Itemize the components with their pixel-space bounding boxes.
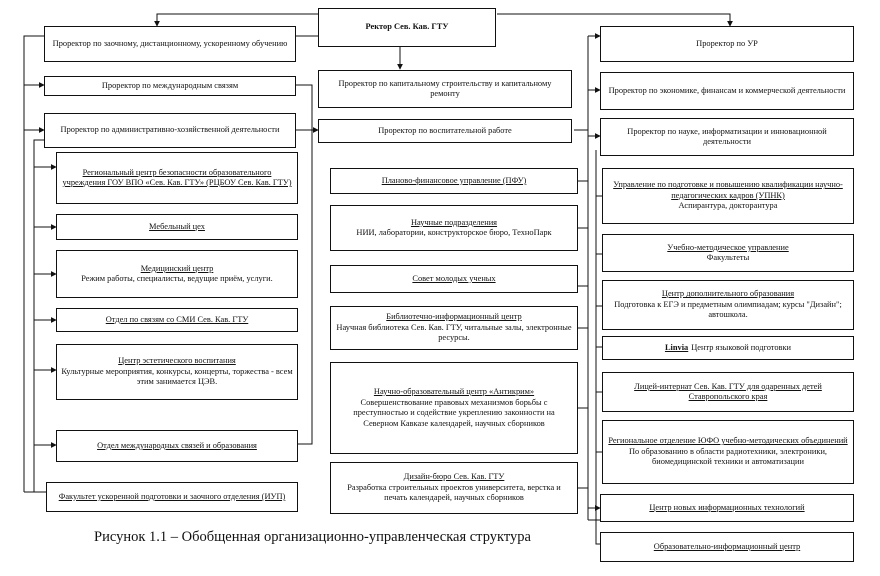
connector-international: [296, 84, 313, 112]
security-center-label: Региональный центр безопасности образова…: [62, 167, 292, 188]
vice-international-label: Проректор по международным связям: [101, 80, 239, 90]
aesthetic-center-box: Центр эстетического воспитания Культурны…: [56, 344, 298, 400]
methodical-title: Учебно-методическое управление: [667, 242, 789, 252]
lyceum-box: Лицей-интернат Сев. Кав. ГТУ для одаренн…: [602, 372, 854, 412]
intl-dept-box: Отдел международных связей и образования: [56, 430, 298, 462]
antikrim-title: Научно-образовательный центр «Антикрим»: [373, 387, 535, 396]
vice-capital-label: Проректор по капитальному строительству …: [338, 78, 552, 99]
vice-distance-label: Проректор по заочному, дистанционному, у…: [52, 38, 288, 48]
finance-label: Планово-финансовое управление (ПФУ): [381, 175, 527, 185]
library-title: Библиотечно-информационный центр: [386, 312, 522, 322]
methodical-desc: Факультеты: [706, 253, 750, 262]
qualification-desc: Аспирантура, докторантура: [678, 201, 778, 211]
media-label: Отдел по связям со СМИ Сев. Кав. ГТУ: [105, 314, 249, 324]
aesthetic-center-title: Центр эстетического воспитания: [118, 356, 236, 366]
antikrim-box: Научно-образовательный центр «Антикрим» …: [330, 362, 578, 454]
vice-education-label: Проректор по воспитательной работе: [378, 125, 512, 135]
library-desc: Научная библиотека Сев. Кав. ГТУ, читаль…: [336, 322, 572, 343]
connector-rector-left: [154, 13, 318, 27]
library-box: Библиотечно-информационный центр Научная…: [330, 306, 578, 350]
regional-dept-desc: По образованию в области радиотехники, э…: [628, 446, 828, 467]
furniture-box: Мебельный цех: [56, 214, 298, 240]
figure-caption: Рисунок 1.1 – Обобщенная организационно-…: [94, 529, 531, 545]
accelerated-box: Факультет ускоренной подготовки и заочно…: [46, 482, 298, 512]
design-bureau-title: Дизайн-бюро Сев. Кав. ГТУ: [403, 472, 505, 482]
medical-center-desc: Режим работы, специалисты, ведущие приём…: [81, 274, 273, 283]
furniture-label: Мебельный цех: [149, 221, 205, 231]
edu-info-label: Образовательно-информационный центр: [653, 541, 801, 551]
language-center-box: Linvia Центр языковой подготовки: [602, 336, 854, 360]
media-box: Отдел по связям со СМИ Сев. Кав. ГТУ: [56, 308, 298, 332]
new-tech-label: Центр новых информационных технологий: [649, 502, 805, 512]
vice-international-box: Проректор по международным связям: [44, 76, 296, 96]
aesthetic-center-desc: Культурные мероприятия, конкурсы, концер…: [61, 366, 293, 387]
finance-box: Планово-финансовое управление (ПФУ): [330, 168, 578, 194]
security-center-box: Региональный центр безопасности образова…: [56, 152, 298, 204]
language-center-mark: Linvia: [664, 342, 689, 352]
regional-dept-box: Региональное отделение ЮФО учебно-методи…: [602, 420, 854, 484]
young-scientists-label: Совет молодых ученых: [412, 273, 496, 283]
vice-admin-box: Проректор по административно-хозяйственн…: [44, 113, 296, 148]
vice-ur-box: Проректор по УР: [600, 26, 854, 62]
science-box: Научные подразделения НИИ, лаборатории, …: [330, 205, 578, 251]
vice-education-box: Проректор по воспитательной работе: [318, 119, 572, 143]
lyceum-label: Лицей-интернат Сев. Кав. ГТУ для одаренн…: [634, 381, 822, 402]
vice-economics-box: Проректор по экономике, финансам и комме…: [600, 72, 854, 110]
design-bureau-desc: Разработка строительных проектов универс…: [347, 482, 561, 503]
vice-ur-label: Проректор по УР: [696, 38, 758, 48]
qualification-box: Управление по подготовке и повышению ква…: [602, 168, 854, 224]
antikrim-desc: Совершенствование правовых механизмов бо…: [353, 397, 555, 428]
edu-info-box: Образовательно-информационный центр: [600, 532, 854, 562]
connector-rector-right: [497, 13, 733, 27]
medical-center-title: Медицинский центр: [140, 263, 214, 273]
vice-admin-label: Проректор по административно-хозяйственн…: [60, 125, 280, 135]
regional-dept-title: Региональное отделение ЮФО учебно-методи…: [608, 436, 848, 446]
science-title: Научные подразделения: [410, 217, 498, 227]
language-center-label: Центр языковой подготовки: [691, 342, 792, 352]
vice-science-label: Проректор по науке, информатизации и инн…: [627, 126, 827, 147]
medical-center-box: Медицинский центр Режим работы, специали…: [56, 250, 298, 298]
vice-science-box: Проректор по науке, информатизации и инн…: [600, 118, 854, 156]
additional-edu-box: Центр дополнительного образования Подгот…: [602, 280, 854, 330]
young-scientists-box: Совет молодых ученых: [330, 265, 578, 293]
design-bureau-box: Дизайн-бюро Сев. Кав. ГТУ Разработка стр…: [330, 462, 578, 514]
intl-dept-label: Отдел международных связей и образования: [97, 440, 257, 450]
vice-economics-label: Проректор по экономике, финансам и комме…: [608, 85, 846, 95]
connector-admin-trunk: [33, 139, 46, 493]
additional-edu-desc: Подготовка к ЕГЭ и предметным олимпиадам…: [614, 299, 842, 320]
rector-box: Ректор Сев. Кав. ГТУ: [318, 8, 496, 47]
vice-distance-box: Проректор по заочному, дистанционному, у…: [44, 26, 296, 62]
accelerated-label: Факультет ускоренной подготовки и заочно…: [58, 491, 286, 501]
qualification-title: Управление по подготовке и повышению ква…: [613, 180, 843, 200]
science-desc: НИИ, лаборатории, конструкторское бюро, …: [356, 228, 552, 237]
methodical-box: Учебно-методическое управление Факультет…: [602, 234, 854, 272]
additional-edu-title: Центр дополнительного образования: [661, 289, 795, 299]
new-tech-box: Центр новых информационных технологий: [600, 494, 854, 522]
rector-label: Ректор Сев. Кав. ГТУ: [365, 22, 449, 32]
vice-capital-box: Проректор по капитальному строительству …: [318, 70, 572, 108]
